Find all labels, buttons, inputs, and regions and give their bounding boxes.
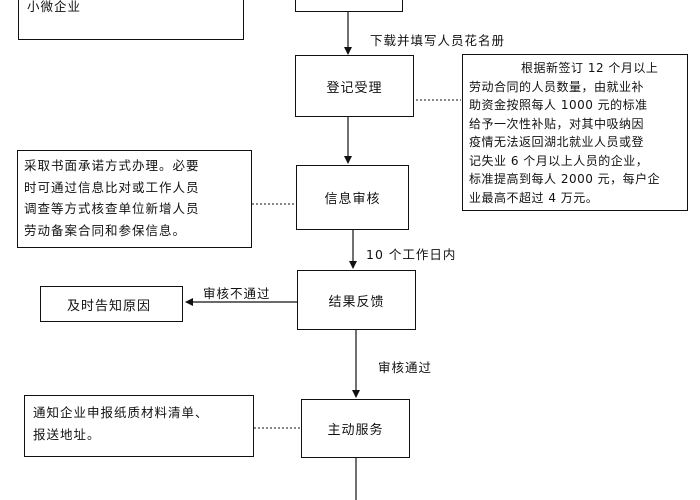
service-info-line-2: 报送地址。 bbox=[33, 427, 101, 442]
step-service: 主动服务 bbox=[301, 399, 410, 458]
service-info-line-1: 通知企业申报纸质材料清单、 bbox=[33, 405, 209, 420]
step-service-label: 主动服务 bbox=[327, 423, 384, 438]
label-not-passed: 审核不通过 bbox=[203, 286, 271, 301]
note-inform-reason: 及时告知原因 bbox=[40, 286, 183, 322]
subsidy-line-7: 标准提高到每人 2000 元，每户企 bbox=[469, 172, 661, 186]
subsidy-line-5: 疫情无法返回湖北就业人员或登 bbox=[469, 135, 645, 149]
subsidy-line-8: 业最高不超过 4 万元。 bbox=[469, 190, 599, 205]
note-service-info: 通知企业申报纸质材料清单、 报送地址。 bbox=[24, 395, 254, 457]
subsidy-line-3: 助资金按照每人 1000 元的标准 bbox=[469, 98, 648, 112]
top-step-box bbox=[295, 0, 403, 12]
step-review: 信息审核 bbox=[296, 165, 409, 230]
note-review-method: 采取书面承诺方式办理。必要 时可通过信息比对或工作人员 调查等方式核查单位新增人… bbox=[17, 150, 252, 248]
step-registration-label: 登记受理 bbox=[326, 80, 383, 96]
top-left-note-text: 小微企业 bbox=[27, 0, 82, 14]
step-feedback: 结果反馈 bbox=[297, 270, 416, 330]
review-method-line-3: 调查等方式核查单位新增人员 bbox=[24, 201, 200, 216]
inform-reason-label: 及时告知原因 bbox=[67, 298, 152, 314]
subsidy-line-1: 根据新签订 12 个月以上 bbox=[521, 61, 659, 75]
subsidy-line-6: 记失业 6 个月以上人员的企业， bbox=[469, 153, 649, 168]
label-download: 下载并填写人员花名册 bbox=[370, 33, 506, 48]
subsidy-line-4: 给予一次性补贴，对其中吸纳因 bbox=[469, 116, 645, 131]
label-passed: 审核通过 bbox=[378, 360, 433, 375]
top-left-note: 小微企业 bbox=[18, 0, 244, 40]
review-method-line-4: 劳动备案合同和参保信息。 bbox=[24, 222, 187, 238]
label-ten-days: 10 个工作日内 bbox=[366, 247, 457, 262]
step-review-label: 信息审核 bbox=[324, 192, 381, 207]
subsidy-line-2: 劳动合同的人员数量，由就业补 bbox=[469, 79, 645, 94]
step-feedback-label: 结果反馈 bbox=[328, 294, 385, 310]
review-method-line-1: 采取书面承诺方式办理。必要 bbox=[24, 158, 200, 173]
review-method-line-2: 时可通过信息比对或工作人员 bbox=[24, 179, 200, 195]
note-subsidy: 根据新签订 12 个月以上 劳动合同的人员数量，由就业补 助资金按照每人 100… bbox=[462, 54, 688, 211]
step-registration: 登记受理 bbox=[295, 55, 414, 117]
